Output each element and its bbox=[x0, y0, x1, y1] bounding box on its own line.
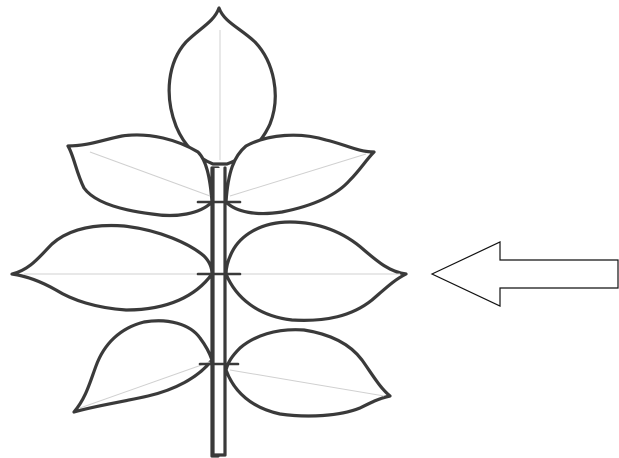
leaflet-upper-right bbox=[226, 135, 374, 213]
leaflet-upper-left bbox=[68, 135, 212, 216]
leaf-stem bbox=[212, 168, 225, 456]
leaflet-middle-left bbox=[12, 226, 212, 310]
leaflet-middle-right bbox=[226, 222, 406, 320]
leaflet-lower-right bbox=[226, 330, 390, 416]
leaflet-lower-left bbox=[74, 321, 212, 412]
left-arrow-icon bbox=[432, 242, 618, 306]
